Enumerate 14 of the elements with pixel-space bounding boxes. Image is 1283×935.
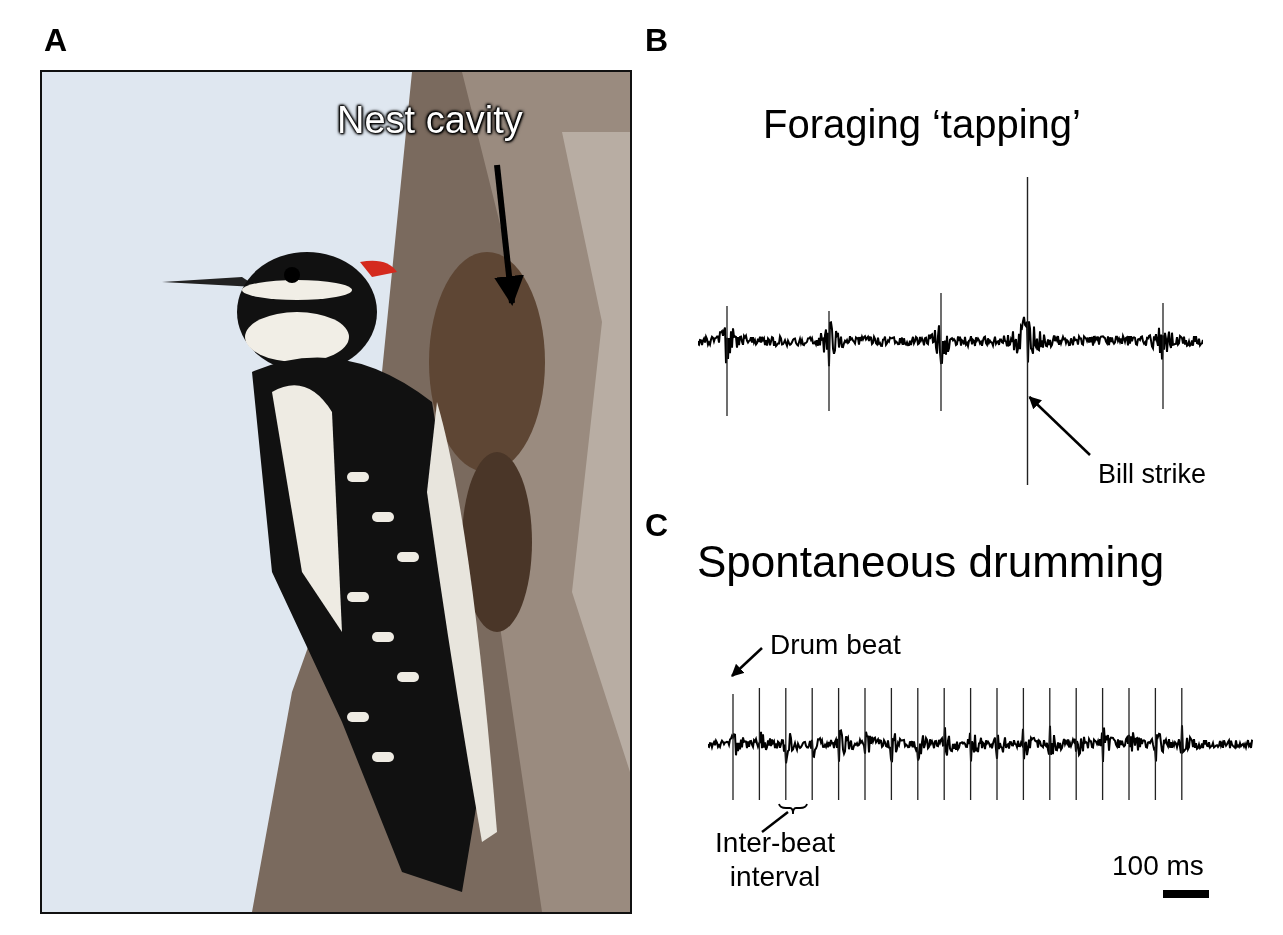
panel-title: Spontaneous drumming <box>697 537 1165 587</box>
arrow <box>731 647 763 677</box>
annotation-text: Drum beat <box>770 628 902 662</box>
panel-letter: A <box>44 22 68 59</box>
annotation-text: Inter-beat interval <box>714 826 836 894</box>
leader-line <box>761 811 789 833</box>
scale-label: 100 ms <box>1112 850 1204 882</box>
panel-letter: B <box>645 22 669 59</box>
panel-title: Foraging ‘tapping’ <box>763 102 1081 147</box>
arrow <box>1028 396 1091 456</box>
spike-line <box>1025 177 1029 485</box>
annotation-text: Bill strike <box>1098 458 1207 491</box>
panel-letter: C <box>645 507 669 544</box>
arrow <box>494 164 524 306</box>
